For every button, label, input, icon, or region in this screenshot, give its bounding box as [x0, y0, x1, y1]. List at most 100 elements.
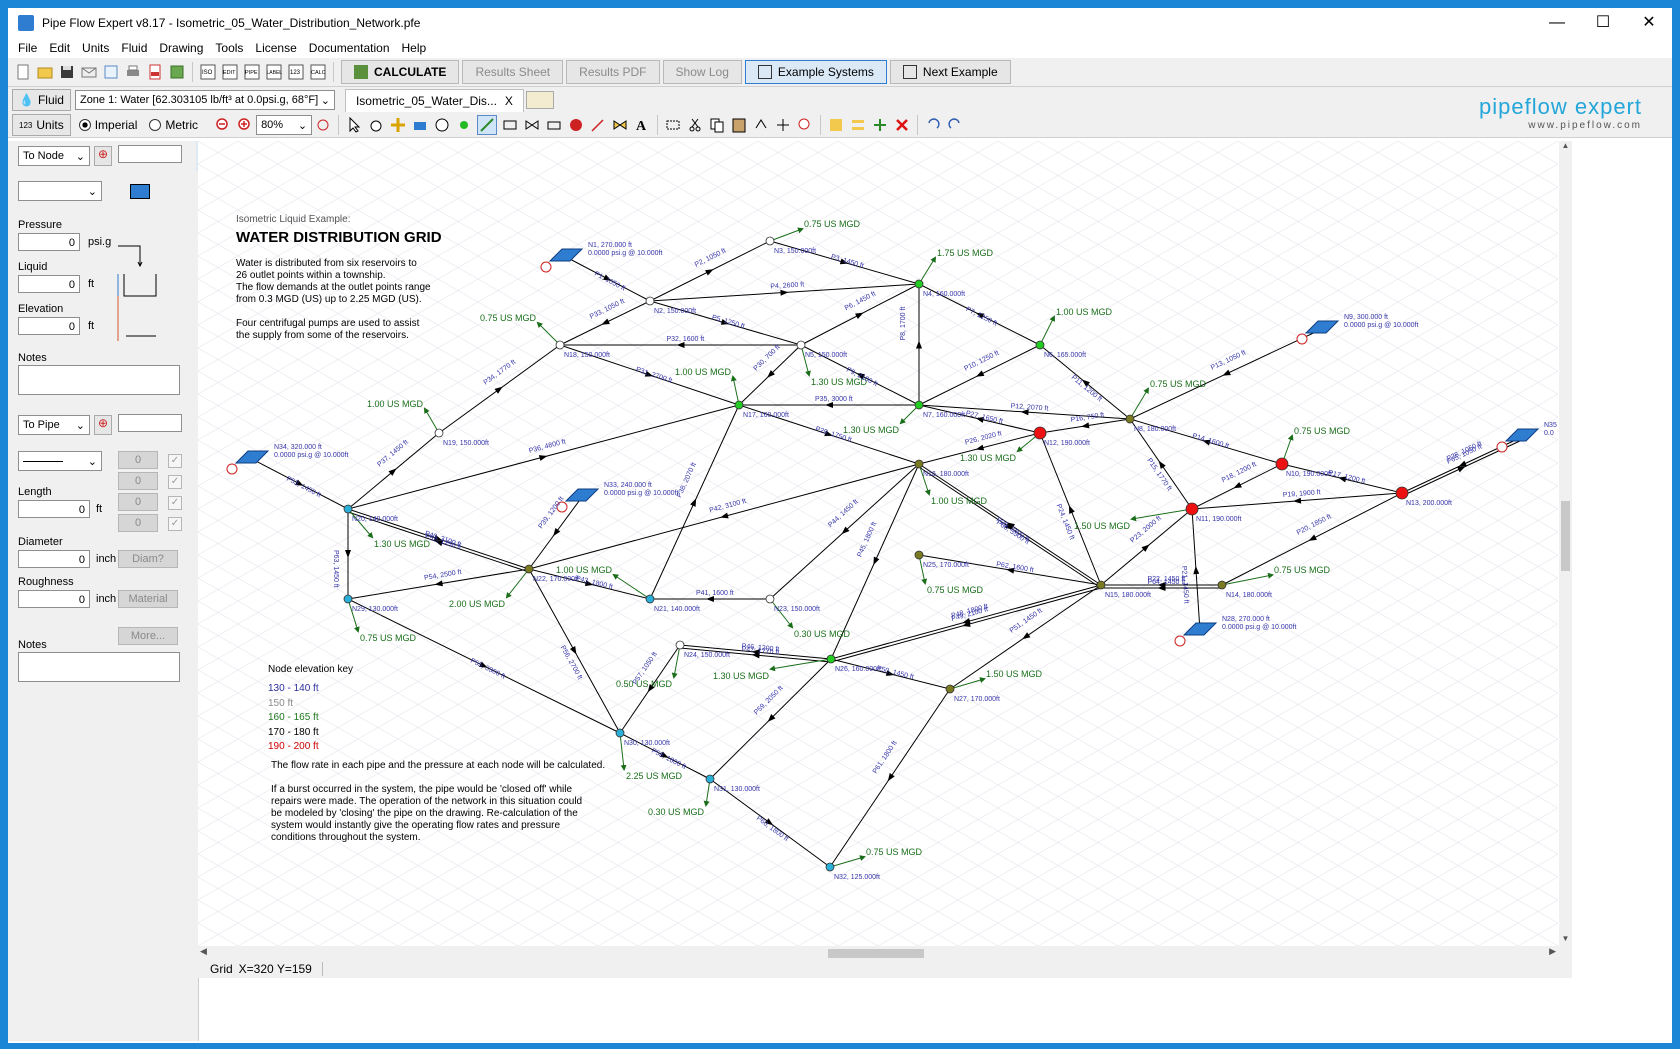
demand-arrow[interactable] [769, 227, 804, 242]
node-n20[interactable] [343, 504, 353, 514]
text-tool-icon[interactable]: A [633, 116, 651, 134]
reservoir-tank-icon[interactable] [1504, 428, 1540, 442]
demand-arrow[interactable] [769, 658, 832, 672]
new-tab-button[interactable] [525, 91, 554, 109]
tank-tool-icon[interactable] [411, 116, 429, 134]
node-n18[interactable] [555, 340, 565, 350]
find-icon[interactable] [796, 116, 814, 134]
scroll-right-icon[interactable]: ▶ [1549, 946, 1556, 956]
reservoir-tank-icon[interactable] [564, 488, 600, 502]
menu-license[interactable]: License [255, 41, 297, 55]
pump-tool-icon[interactable] [433, 116, 451, 134]
menu-help[interactable]: Help [401, 41, 427, 55]
demand-arrow[interactable] [536, 321, 561, 346]
node-n23[interactable] [765, 594, 775, 604]
menu-units[interactable]: Units [82, 41, 110, 55]
roughness-input[interactable]: 0 [18, 590, 90, 608]
grid-snap-icon[interactable] [871, 116, 889, 134]
demand-arrow[interactable] [423, 407, 440, 434]
demand-arrow[interactable] [1129, 387, 1150, 420]
node-n7[interactable] [914, 400, 924, 410]
open-folder-icon[interactable] [36, 63, 54, 81]
demand-arrow[interactable] [347, 598, 360, 633]
demand-arrow[interactable] [1039, 315, 1055, 346]
demand-arrow[interactable] [347, 508, 374, 539]
redo-icon[interactable] [946, 116, 964, 134]
flow-demand-icon[interactable] [589, 116, 607, 134]
node-n26[interactable] [826, 654, 836, 664]
liquid-input[interactable]: 0 [18, 275, 80, 293]
paste-icon[interactable] [730, 116, 748, 134]
iso-grid-icon[interactable]: ISO [199, 63, 217, 81]
pump-icon[interactable] [1296, 333, 1308, 345]
demand-arrow[interactable] [769, 598, 794, 629]
node-n3[interactable] [765, 236, 775, 246]
fitting-control-checkbox[interactable]: ✓ [168, 517, 182, 531]
notes-textarea[interactable] [18, 365, 180, 395]
target-node-icon[interactable]: ⊕ [94, 146, 112, 166]
pointer-icon[interactable] [345, 116, 363, 134]
menu-file[interactable]: File [18, 41, 38, 55]
reservoir-tank-icon[interactable] [234, 450, 270, 464]
check-valve-icon[interactable] [611, 116, 629, 134]
to-node-select[interactable]: To Node⌄ [18, 146, 90, 166]
pump-icon[interactable] [226, 463, 238, 475]
reservoir-tank-icon[interactable] [1182, 622, 1218, 636]
pump-icon[interactable] [540, 261, 552, 273]
fitting-pump-button[interactable]: 0 [118, 451, 158, 469]
edit-mode-icon[interactable]: EDIT [221, 63, 239, 81]
horizontal-scroll-thumb[interactable] [828, 949, 924, 958]
email-icon[interactable] [80, 63, 98, 81]
node-n32[interactable] [825, 862, 835, 872]
node-n17[interactable] [734, 400, 744, 410]
demand-arrow[interactable] [619, 732, 627, 771]
fitting-pump-checkbox[interactable]: ✓ [168, 454, 182, 468]
next-example-button[interactable]: Next Example [889, 60, 1011, 84]
node-type-select[interactable]: ⌄ [18, 181, 102, 201]
pump-icon[interactable] [556, 501, 568, 513]
elevation-input[interactable]: 0 [18, 317, 80, 335]
node-n14[interactable] [1217, 580, 1227, 590]
material-button[interactable]: Material [118, 590, 178, 608]
menu-fluid[interactable]: Fluid [121, 41, 148, 55]
pipe-mode-icon[interactable]: PIPE [243, 63, 261, 81]
menu-drawing[interactable]: Drawing [159, 41, 204, 55]
reservoir-tank-icon[interactable] [548, 248, 584, 262]
imperial-radio[interactable]: Imperial [78, 118, 137, 132]
fitting-component-button[interactable]: 0 [118, 472, 158, 490]
pipe-tool-icon[interactable] [477, 115, 498, 135]
pdf-icon[interactable] [146, 63, 164, 81]
scroll-up-icon[interactable]: ▲ [1561, 141, 1570, 150]
zoom-select[interactable]: 80%⌄ [256, 115, 313, 135]
menu-tools[interactable]: Tools [215, 41, 244, 55]
zoom-in-icon[interactable] [236, 116, 254, 134]
pan-hand-icon[interactable] [367, 116, 385, 134]
distribute-icon[interactable] [849, 116, 867, 134]
demand-arrow[interactable] [800, 344, 811, 377]
demand-arrow[interactable] [612, 573, 651, 600]
select-area-icon[interactable] [664, 116, 682, 134]
node-n31[interactable] [705, 774, 715, 784]
show-log-button[interactable]: Show Log [662, 60, 742, 84]
zoom-out-icon[interactable] [214, 116, 232, 134]
node-n21[interactable] [645, 594, 655, 604]
fitting-component-checkbox[interactable]: ✓ [168, 475, 182, 489]
pump-icon[interactable] [1174, 635, 1186, 647]
close-tab-icon[interactable]: X [504, 93, 513, 108]
node-n24[interactable] [675, 640, 685, 650]
target-pipe-icon[interactable]: ⊕ [94, 415, 112, 435]
pump-icon[interactable] [1496, 441, 1508, 453]
fitting-valve-button[interactable]: 0 [118, 493, 158, 511]
demand-arrow[interactable] [671, 644, 681, 679]
numbers-icon[interactable]: 123 [287, 63, 305, 81]
reservoir-tank-icon[interactable] [1304, 320, 1340, 334]
control-valve-icon[interactable] [567, 116, 585, 134]
node-n10[interactable] [1275, 457, 1289, 471]
metric-radio[interactable]: Metric [149, 118, 198, 132]
diam-button[interactable]: Diam? [118, 550, 178, 568]
node-n11[interactable] [1185, 502, 1199, 516]
node-n12[interactable] [1033, 426, 1047, 440]
node-tool-icon[interactable] [455, 116, 473, 134]
pipe-notes-textarea[interactable] [18, 652, 180, 682]
